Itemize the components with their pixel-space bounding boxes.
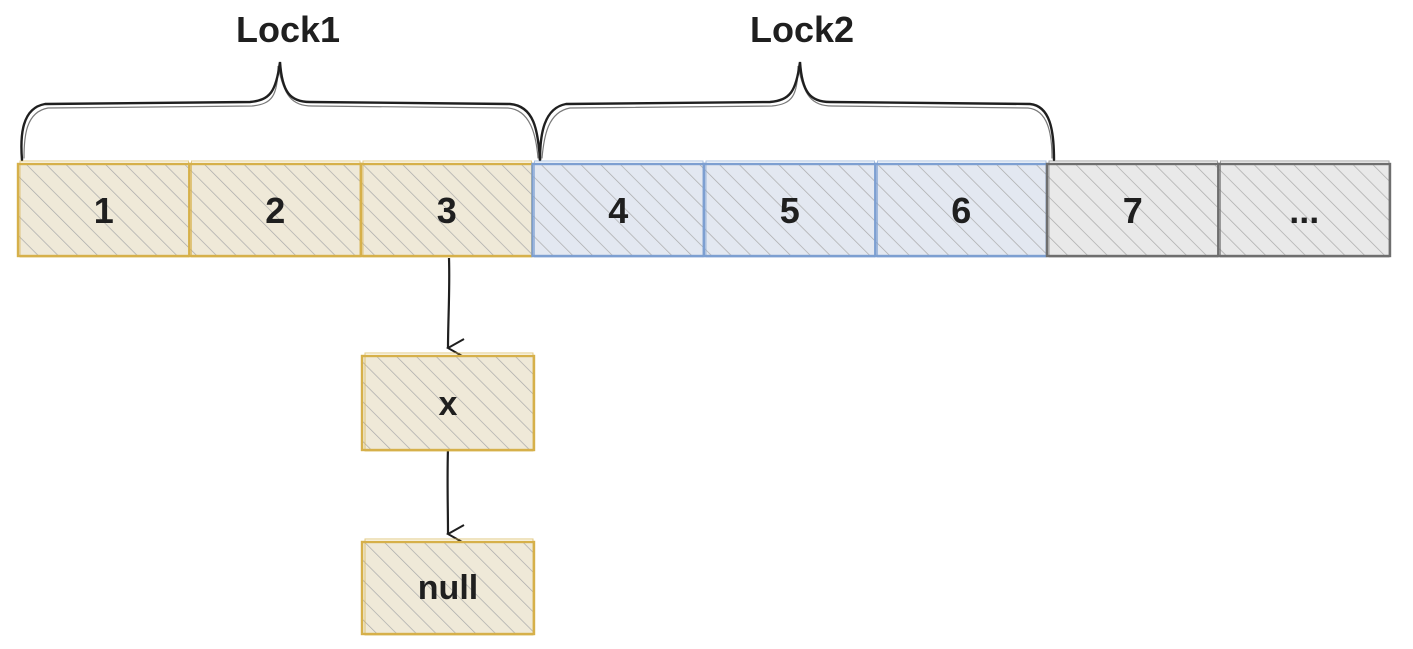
lock1-brace	[20, 61, 542, 162]
chain-node-x: x	[360, 352, 536, 452]
lock2-title: Lock2	[750, 9, 854, 50]
array-cell-label: 4	[608, 190, 628, 231]
lock2-brace-sketch	[541, 65, 1053, 159]
brace-occluder	[700, 112, 948, 150]
array-cell: 1	[16, 160, 191, 258]
arrow-cell3-to-x	[448, 257, 449, 348]
array-cell-label: 6	[951, 190, 971, 231]
array-cell: 7	[1045, 160, 1220, 258]
lock1-brace-sketch	[23, 65, 539, 159]
array-cell-label: 1	[94, 190, 114, 231]
array-cell-label: 3	[437, 190, 457, 231]
lock2-brace	[538, 61, 1056, 162]
array-cell: 3	[359, 160, 534, 258]
array-cell: 6	[874, 160, 1049, 258]
array-cell: 5	[702, 160, 877, 258]
chain-node-null-label: null	[418, 569, 478, 607]
chain-node-null: null	[360, 538, 536, 636]
array-cells: 1 2 3 4 5 6 7...	[16, 160, 1392, 258]
chain-node-x-label: x	[439, 385, 458, 423]
array-cell: ...	[1217, 160, 1392, 258]
array-cell-label: ...	[1289, 190, 1319, 231]
array-cell: 2	[188, 160, 363, 258]
array-cell-label: 2	[265, 190, 285, 231]
array-cell-label: 7	[1123, 190, 1143, 231]
array-cell: 4	[531, 160, 706, 258]
array-cell-label: 5	[780, 190, 800, 231]
lock1-title: Lock1	[236, 9, 340, 50]
